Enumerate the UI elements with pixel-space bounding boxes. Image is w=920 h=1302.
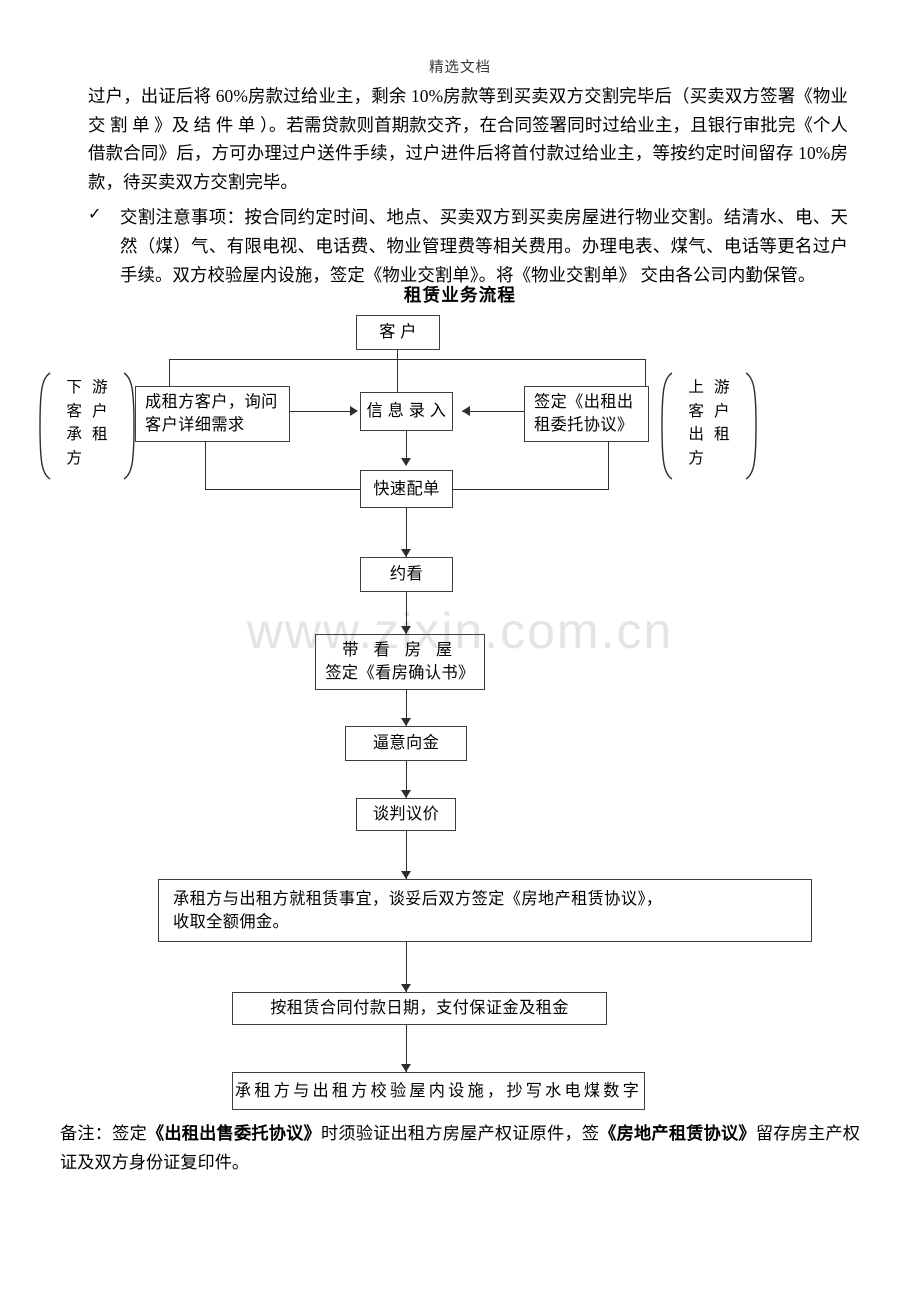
footnote-doc-1: 《出租出售委托协议》: [146, 1124, 321, 1143]
connector-landlord-to-info: [462, 411, 524, 413]
bracket-left-col2: 游 户 租: [92, 376, 108, 476]
connector-landlord-to-match: [453, 489, 609, 491]
connector-agreement-to-payment: [406, 942, 408, 992]
node-sign-entrust-line1: 签定《出租出: [534, 393, 634, 411]
connector-tenant-to-info: [289, 411, 351, 413]
bracket-left-labels: 下 客 承 方 游 户 租: [51, 372, 123, 480]
connector-deposit-to-negotiation: [406, 761, 408, 798]
node-property-handover[interactable]: 承租方与出租方校验屋内设施，抄写水电煤数字: [232, 1072, 645, 1110]
connector-negotiation-to-agreement: [406, 831, 408, 879]
arrowhead-agreement-to-payment: [401, 984, 411, 992]
bracket-left-char: 承: [66, 426, 82, 443]
connector-match-to-appointment: [406, 508, 408, 557]
arrowhead-payment-to-handover: [401, 1064, 411, 1072]
node-intent-deposit-label: 逼意向金: [372, 734, 440, 752]
footnote-prefix: 备注：签定: [60, 1124, 147, 1143]
footnote: 备注：签定《出租出售委托协议》时须验证出租方房屋产权证原件，签《房地产租赁协议》…: [60, 1120, 860, 1177]
bracket-left-char: 租: [92, 426, 108, 443]
paragraph-continued: 过户，出证后将 60%房款过给业主，剩余 10%房款等到买卖双方交割完毕后（买卖…: [88, 86, 848, 192]
bracket-right-col2: 游 户 租: [714, 376, 730, 476]
bracket-right-col1: 上 客 出 方: [688, 376, 704, 476]
node-negotiation[interactable]: 谈判议价: [356, 798, 456, 831]
connector-tenant-down-left: [205, 442, 207, 489]
bracket-left-char: 下: [66, 379, 82, 396]
arrowhead-deposit-to-negotiation: [401, 790, 411, 798]
bracket-right-char: 客: [688, 402, 704, 420]
node-customer[interactable]: 客 户: [356, 315, 440, 350]
page-header: 精选文档: [429, 60, 491, 76]
node-sign-entrust-agreement[interactable]: 签定《出租出 租委托协议》: [524, 386, 649, 442]
connector-tenant-to-match: [205, 489, 360, 491]
bracket-right-char: 出: [688, 426, 704, 443]
node-payment-schedule[interactable]: 按租赁合同付款日期，支付保证金及租金: [232, 992, 607, 1025]
node-sign-entrust-line2: 租委托协议》: [534, 416, 634, 434]
connector-customer-center-down: [397, 359, 399, 392]
bracket-downstream-tenant: 下 客 承 方 游 户 租: [38, 372, 136, 480]
footnote-middle: 时须验证出租方房屋产权证原件，签: [320, 1124, 600, 1143]
bracket-left-curly-icon: [660, 372, 673, 480]
node-info-entry-label: 信 息 录 入: [366, 402, 447, 420]
bracket-right-curly-icon: [123, 372, 136, 480]
bracket-right-char: 租: [714, 426, 730, 443]
node-negotiation-label: 谈判议价: [372, 805, 440, 823]
arrowhead-tenant-to-info: [350, 406, 358, 416]
node-payment-schedule-label: 按租赁合同付款日期，支付保证金及租金: [270, 999, 569, 1017]
node-rental-agreement[interactable]: 承租方与出租方就租赁事宜，谈妥后双方签定《房地产租赁协议》， 收取全额佣金。: [158, 879, 812, 942]
bracket-left-col1: 下 客 承 方: [66, 376, 82, 476]
connector-customer-bus: [169, 359, 646, 361]
node-quick-match-label: 快速配单: [373, 479, 440, 498]
node-tenant-inquiry-line2: 客户详细需求: [145, 416, 245, 434]
connector-viewing-to-deposit: [406, 690, 408, 726]
arrowhead-viewing-to-deposit: [401, 718, 411, 726]
bracket-left-char: 游: [92, 379, 108, 396]
node-house-viewing-line1: 带 看 房 屋: [342, 641, 458, 659]
paragraph-handover-notes: 交割注意事项：按合同约定时间、地点、买卖双方到买卖房屋进行物业交割。结清水、电、…: [120, 207, 848, 285]
bracket-right-char: 方: [688, 449, 704, 467]
bracket-left-curly-icon: [38, 372, 51, 480]
prose-block: 过户，出证后将 60%房款过给业主，剩余 10%房款等到买卖双方交割完毕后（买卖…: [88, 82, 848, 289]
node-house-viewing-line2: 签定《看房确认书》: [325, 664, 475, 682]
node-house-viewing[interactable]: 带 看 房 屋 签定《看房确认书》: [315, 634, 485, 690]
arrowhead-negotiation-to-agreement: [401, 871, 411, 879]
footnote-doc-2: 《房地产租赁协议》: [599, 1124, 756, 1143]
footnote-suffix: 留存房主产权证及双方身份证复印件。: [60, 1124, 860, 1172]
arrowhead-landlord-to-info: [462, 406, 470, 416]
watermark: www.zixin.com.cn: [246, 603, 674, 659]
flowchart-title: 租赁业务流程: [403, 285, 517, 305]
bullet-item-handover-notes: ✓ 交割注意事项：按合同约定时间、地点、买卖双方到买卖房屋进行物业交割。结清水、…: [88, 203, 848, 289]
node-tenant-inquiry[interactable]: 成租方客户，询问 客户详细需求: [135, 386, 290, 442]
bracket-left-char: 户: [92, 402, 108, 420]
bracket-right-char: 户: [714, 402, 730, 420]
arrowhead-match-to-appointment: [401, 549, 411, 557]
bracket-left-char: 方: [66, 449, 82, 467]
node-appointment[interactable]: 约看: [360, 557, 453, 592]
node-intent-deposit[interactable]: 逼意向金: [345, 726, 467, 761]
bracket-left-char: 客: [66, 402, 82, 420]
node-quick-match[interactable]: 快速配单: [360, 470, 453, 508]
connector-customer-to-tenant: [169, 359, 171, 387]
bracket-right-char: 上: [688, 379, 704, 396]
connector-landlord-down-right: [608, 442, 610, 489]
node-appointment-label: 约看: [389, 565, 424, 583]
connector-customer-to-landlord: [645, 359, 647, 387]
arrowhead-info-to-match: [401, 458, 411, 466]
node-rental-agreement-line1: 承租方与出租方就租赁事宜，谈妥后双方签定《房地产租赁协议》，: [173, 889, 663, 908]
connector-customer-stub: [397, 350, 399, 360]
bracket-right-curly-icon: [745, 372, 758, 480]
checkmark-icon: ✓: [88, 204, 102, 224]
bracket-upstream-landlord: 上 客 出 方 游 户 租: [660, 372, 758, 480]
bracket-right-char: 游: [714, 379, 730, 396]
node-info-entry[interactable]: 信 息 录 入: [360, 392, 453, 431]
connector-payment-to-handover: [406, 1025, 408, 1072]
node-rental-agreement-line2: 收取全额佣金。: [173, 912, 290, 931]
bracket-right-labels: 上 客 出 方 游 户 租: [673, 372, 745, 480]
node-customer-label: 客 户: [379, 323, 417, 341]
node-tenant-inquiry-line1: 成租方客户，询问: [145, 393, 278, 411]
connector-info-to-match: [406, 431, 408, 465]
node-property-handover-label: 承租方与出租方校验屋内设施，抄写水电煤数字: [234, 1081, 643, 1100]
